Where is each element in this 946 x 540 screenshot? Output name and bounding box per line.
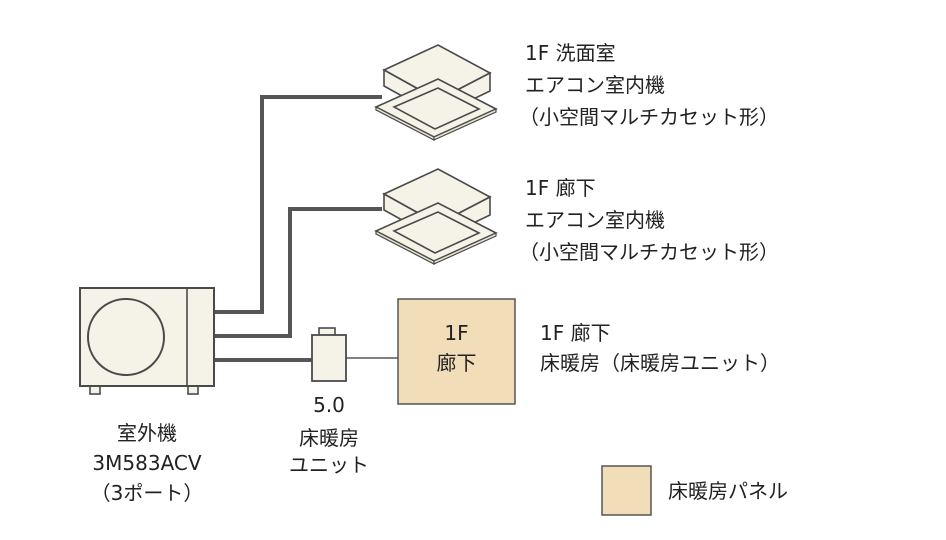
floor-heating-location: 1F 廊下	[540, 321, 611, 345]
refrigerant-pipes	[214, 95, 382, 362]
floor-heating-label: 1F 廊下 床暖房（床暖房ユニット）	[540, 320, 780, 377]
floor-heating-panel	[397, 298, 516, 405]
outdoor-unit-label: 室外機 3M583ACV （3ポート）	[42, 420, 252, 507]
hallway-unit-label: 1F 廊下 エアコン室内機 （小空間マルチカセット形）	[519, 175, 779, 266]
washroom-unit-location: 1F 洗面室	[525, 41, 616, 65]
pipe-to-hallway-unit	[214, 207, 382, 338]
heating-unit-value: 5.0	[313, 393, 345, 417]
floor-panel-label: 1F 廊下	[398, 320, 515, 377]
heating-unit-name-line2: ユニット	[289, 453, 369, 477]
ceiling-cassette-unit-icon	[374, 44, 498, 141]
ceiling-cassette-unit-icon	[374, 168, 498, 265]
washroom-unit-type: エアコン室内機	[525, 73, 665, 97]
hallway-unit-type: エアコン室内機	[525, 208, 665, 232]
floor-heating-type: 床暖房（床暖房ユニット）	[540, 351, 780, 375]
floor-panel-room: 廊下	[436, 351, 477, 375]
hallway-unit-model-type: （小空間マルチカセット形）	[519, 240, 779, 264]
outdoor-unit-ports: （3ポート）	[90, 481, 204, 505]
legend-swatch	[601, 465, 652, 516]
heating-unit-label: 5.0 床暖房 ユニット	[269, 392, 389, 479]
washroom-unit-model-type: （小空間マルチカセット形）	[519, 105, 779, 129]
washroom-unit-label: 1F 洗面室 エアコン室内機 （小空間マルチカセット形）	[519, 40, 779, 131]
outdoor-unit-fan-icon	[79, 287, 215, 395]
floor-heating-unit-icon	[311, 327, 347, 382]
heating-unit-name-line1: 床暖房	[299, 426, 359, 450]
hallway-unit-location: 1F 廊下	[525, 176, 596, 200]
floor-panel-floor: 1F	[444, 321, 469, 345]
outdoor-unit-model: 3M583ACV	[92, 451, 202, 475]
outdoor-unit-name: 室外機	[117, 421, 177, 445]
pipe-to-washroom-unit	[214, 95, 382, 314]
legend-label: 床暖房パネル	[668, 479, 788, 503]
